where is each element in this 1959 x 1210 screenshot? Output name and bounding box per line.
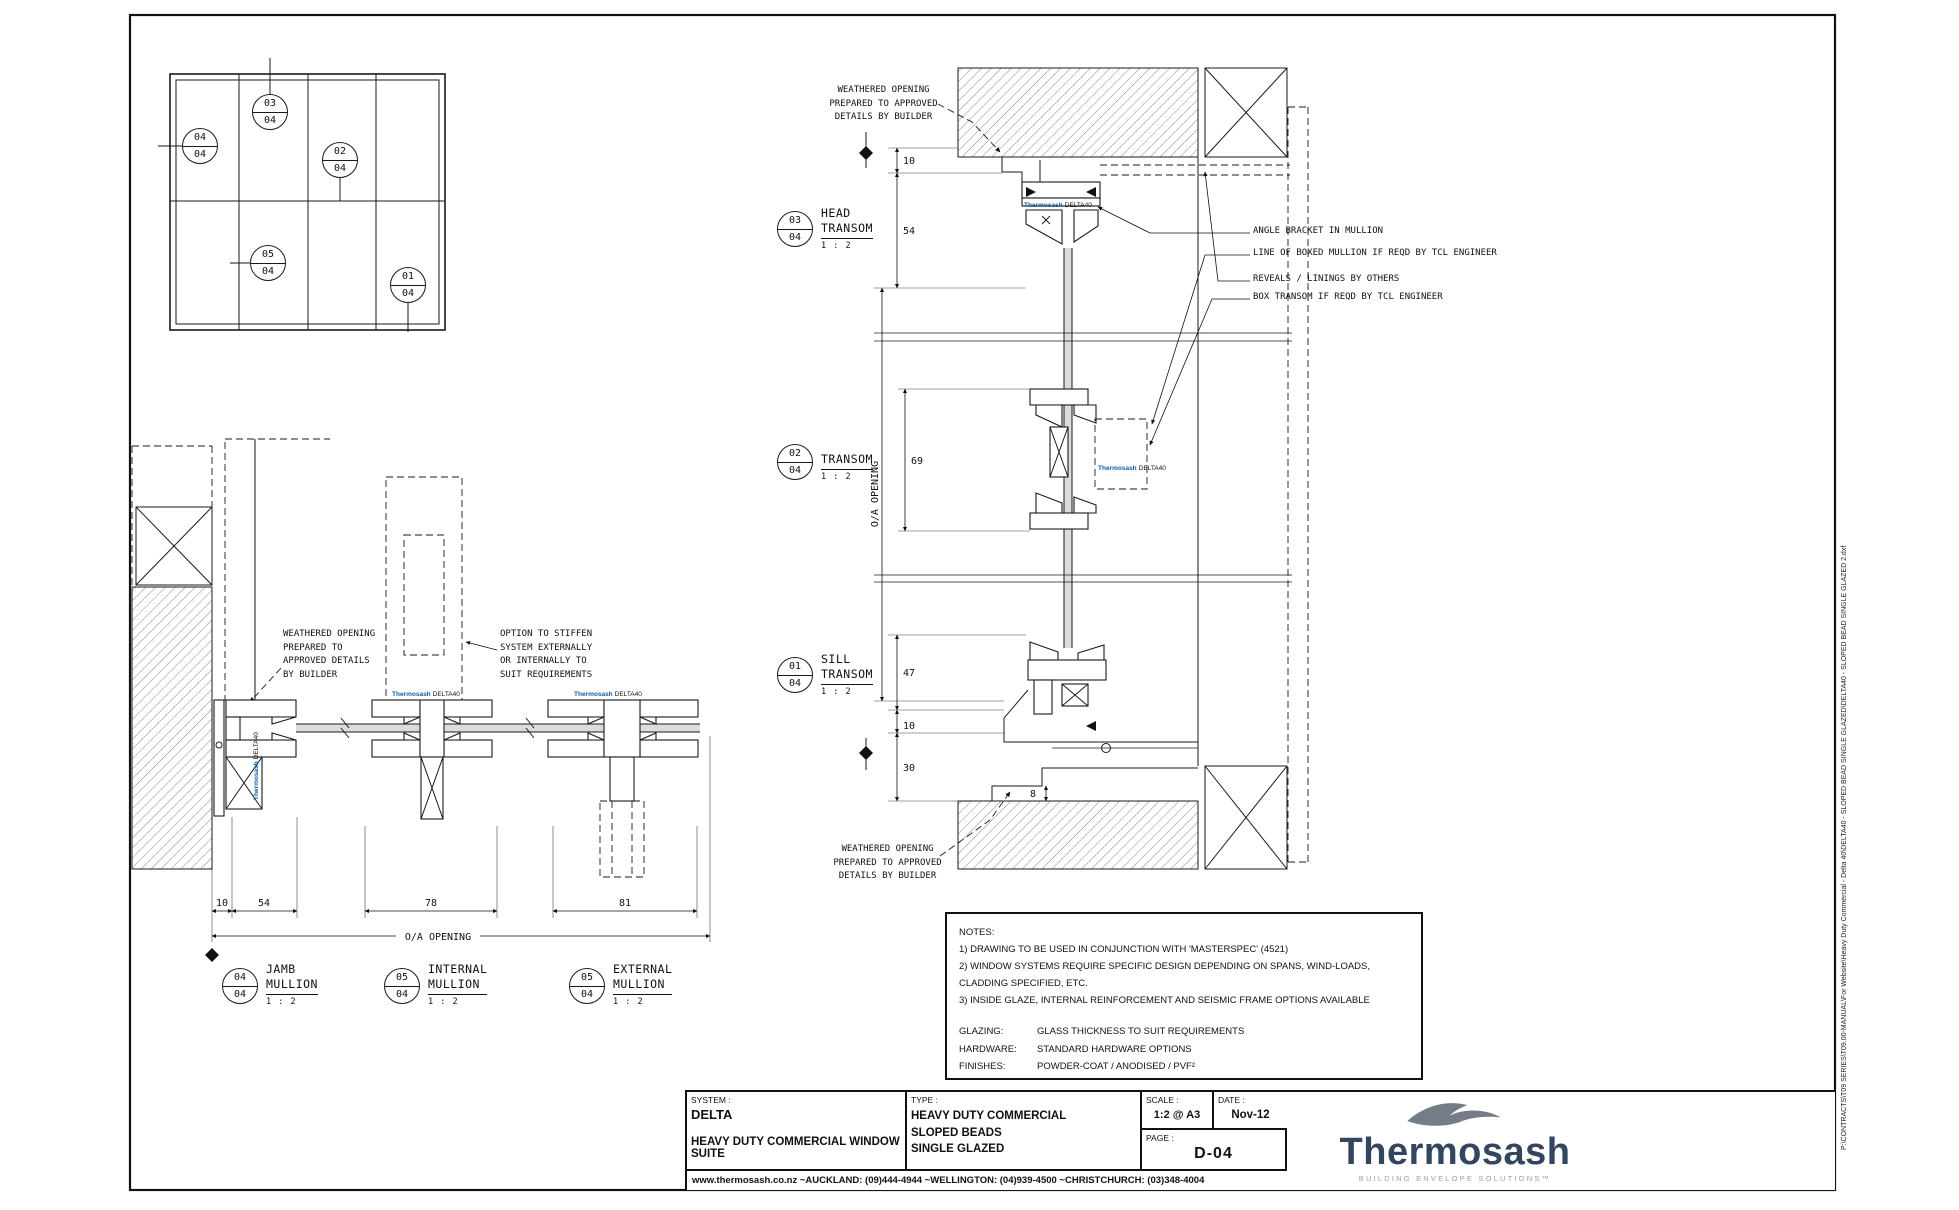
page-cell: PAGE : D-04	[1142, 1130, 1287, 1169]
svg-text:ThermosashDELTA40: ThermosashDELTA40	[253, 732, 260, 800]
head-transom-label: HEAD TRANSOM 1 : 2	[821, 206, 873, 251]
system-description: HEAVY DUTY COMMERCIAL WINDOW SUITE	[691, 1136, 900, 1160]
svg-text:30: 30	[903, 763, 915, 774]
key-elevation-drawing	[158, 58, 446, 332]
svg-text:54: 54	[903, 226, 915, 237]
svg-text:47: 47	[903, 668, 915, 679]
notes-box: NOTES: 1) DRAWING TO BE USED IN CONJUNCT…	[945, 912, 1423, 1080]
system-cell: SYSTEM : DELTA HEAVY DUTY COMMERCIAL WIN…	[687, 1092, 907, 1169]
bottom-dimensions: 10 54 78 81 O/A OPENING	[205, 736, 711, 962]
bird-icon	[1407, 1103, 1501, 1126]
notes-title: NOTES:	[959, 927, 995, 938]
date-cell: DATE : Nov-12	[1214, 1092, 1287, 1130]
external-mullion-label: EXTERNAL MULLION 1 : 2	[613, 962, 673, 1007]
title-block: SYSTEM : DELTA HEAVY DUTY COMMERCIAL WIN…	[685, 1090, 1835, 1190]
type-cell: TYPE : HEAVY DUTY COMMERCIAL SLOPED BEAD…	[907, 1092, 1142, 1169]
svg-text:ThermosashDELTA40: ThermosashDELTA40	[1024, 202, 1092, 209]
sill-transom-drawing: 8	[957, 641, 1288, 870]
left-wall-drawing	[131, 438, 330, 870]
logo-wordmark: Thermosash	[1339, 1131, 1571, 1173]
contact-text: www.thermosash.co.nz ~AUCKLAND: (09)444-…	[692, 1175, 1205, 1186]
type-value: HEAVY DUTY COMMERCIAL SLOPED BEADS SINGL…	[911, 1110, 1067, 1156]
boxed-mullion-lines	[1287, 106, 1309, 863]
reveals-linings-note: REVEALS / LININGS BY OTHERS	[1253, 274, 1400, 284]
svg-text:O/A OPENING: O/A OPENING	[405, 932, 471, 943]
thermosash-logo: Thermosash BUILDING ENVELOPE SOLUTIONS™	[1305, 1098, 1605, 1183]
weathered-opening-note-bottom: WEATHERED OPENING PREPARED TO APPROVED D…	[833, 844, 942, 881]
spec-hardware: HARDWARE:STANDARD HARDWARE OPTIONS	[959, 1043, 1192, 1055]
svg-text:8: 8	[1030, 789, 1036, 800]
svg-text:ThermosashDELTA40: ThermosashDELTA40	[574, 691, 642, 698]
svg-text:69: 69	[911, 456, 923, 467]
spec-finishes: FINISHES:POWDER-COAT / ANODISED / PVF²	[959, 1060, 1195, 1072]
file-path-sidebar: P:\CONTRACTS\T09 SERIES\T09.00-MANUAL\Fo…	[1841, 545, 1848, 1150]
note-item: 3) INSIDE GLAZE, INTERNAL REINFORCEMENT …	[959, 995, 1370, 1007]
sheet-border	[128, 13, 1837, 1192]
weathered-opening-note-top: WEATHERED OPENING PREPARED TO APPROVED D…	[829, 85, 938, 122]
svg-text:81: 81	[619, 898, 631, 909]
spec-glazing: GLAZING:GLASS THICKNESS TO SUIT REQUIREM…	[959, 1026, 1245, 1038]
break-lines	[874, 332, 1292, 583]
svg-text:54: 54	[258, 898, 270, 909]
note-item: 2) WINDOW SYSTEMS REQUIRE SPECIFIC DESIG…	[959, 961, 1371, 990]
svg-text:O/A OPENING: O/A OPENING	[870, 461, 881, 527]
right-dimensions: 10 54 69 47 10 30 O/A OPENING	[859, 132, 1030, 802]
type-label: TYPE :	[911, 1095, 938, 1105]
logo-tagline: BUILDING ENVELOPE SOLUTIONS™	[1358, 1174, 1552, 1183]
date-value: Nov-12	[1231, 1109, 1270, 1121]
angle-bracket-note: ANGLE BRACKET IN MULLION	[1253, 226, 1384, 236]
jamb-mullion-label: JAMB MULLION 1 : 2	[266, 962, 318, 1007]
svg-text:ThermosashDELTA40: ThermosashDELTA40	[1098, 465, 1166, 472]
page-number: D-04	[1194, 1145, 1233, 1162]
boxed-mullion-note: LINE OF BOXED MULLION IF REQD BY TCL ENG…	[1253, 248, 1497, 258]
sill-transom-label: SILL TRANSOM 1 : 2	[821, 652, 873, 697]
jamb-mullion-drawing: ThermosashDELTA40	[213, 699, 297, 817]
logo-cell: Thermosash BUILDING ENVELOPE SOLUTIONS™	[1287, 1092, 1837, 1190]
scale-label: SCALE :	[1146, 1095, 1179, 1105]
box-transom-note: BOX TRANSOM IF REQD BY TCL ENGINEER	[1253, 292, 1443, 302]
svg-text:10: 10	[216, 898, 228, 909]
scale-value: 1:2 @ A3	[1153, 1109, 1201, 1121]
svg-text:10: 10	[903, 721, 915, 732]
stiffen-option-note: OPTION TO STIFFEN SYSTEM EXTERNALLY OR I…	[500, 629, 593, 680]
weathered-opening-note-left: WEATHERED OPENING PREPARED TO APPROVED D…	[283, 629, 376, 680]
scale-cell: SCALE : 1:2 @ A3	[1142, 1092, 1214, 1130]
svg-text:78: 78	[425, 898, 437, 909]
internal-mullion-label: INTERNAL MULLION 1 : 2	[428, 962, 488, 1007]
system-name: DELTA	[691, 1107, 733, 1122]
note-item: 1) DRAWING TO BE USED IN CONJUNCTION WIT…	[959, 944, 1289, 956]
svg-text:ThermosashDELTA40: ThermosashDELTA40	[392, 691, 460, 698]
transom-label: TRANSOM 1 : 2	[821, 452, 873, 482]
date-label: DATE :	[1218, 1095, 1245, 1105]
contact-footer: www.thermosash.co.nz ~AUCKLAND: (09)444-…	[687, 1169, 1287, 1190]
system-label: SYSTEM :	[691, 1095, 731, 1105]
page-label: PAGE :	[1146, 1133, 1174, 1143]
leader-lines	[249, 103, 1250, 857]
svg-text:10: 10	[903, 156, 915, 167]
